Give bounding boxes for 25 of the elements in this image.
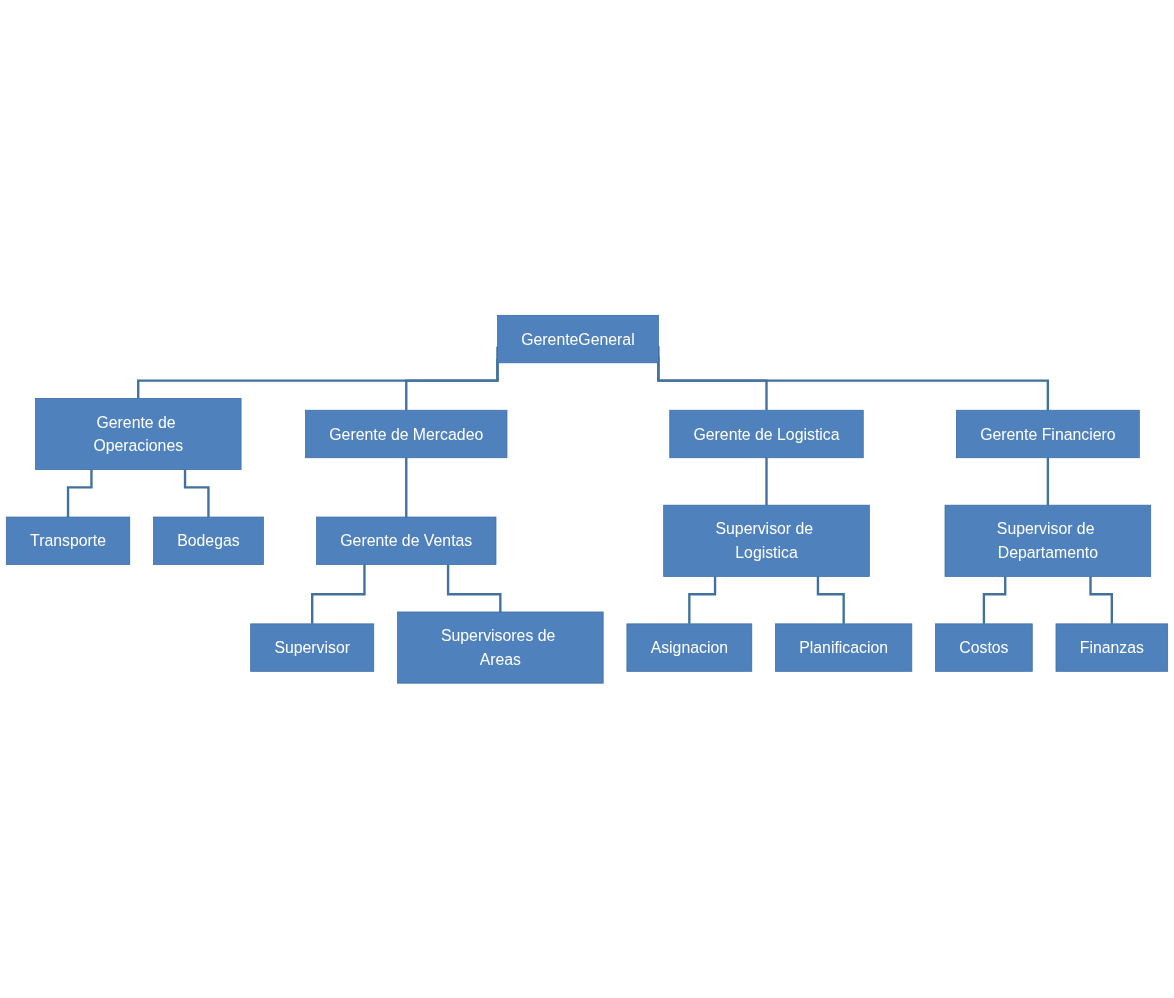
node-box: Bodegas bbox=[153, 516, 264, 565]
node-box: Gerente de Ventas bbox=[316, 516, 497, 565]
connector bbox=[1089, 576, 1113, 625]
node-box: Supervisores de Areas bbox=[397, 611, 604, 684]
node-box: Supervisor de Departamento bbox=[944, 504, 1152, 577]
node-box: Transporte bbox=[5, 516, 131, 565]
connector bbox=[311, 564, 366, 625]
node-box: GerenteGeneral bbox=[497, 314, 659, 363]
node-box: Costos bbox=[935, 623, 1033, 672]
connector bbox=[446, 564, 502, 613]
node-box: Gerente de Logistica bbox=[669, 409, 864, 458]
node-box: Gerente de Mercadeo bbox=[305, 409, 508, 458]
connector bbox=[688, 576, 717, 625]
node-box: Supervisor bbox=[250, 623, 375, 672]
node-box: Planificacion bbox=[775, 623, 913, 672]
connector bbox=[982, 576, 1007, 625]
node-box: Asignacion bbox=[626, 623, 753, 672]
connector bbox=[816, 576, 845, 625]
node-box: Finanzas bbox=[1055, 623, 1169, 672]
node-box: Gerente Financiero bbox=[956, 409, 1140, 458]
node-box: Supervisor de Logistica bbox=[663, 504, 870, 577]
node-box: Gerente de Operaciones bbox=[35, 397, 242, 470]
connector bbox=[66, 469, 93, 518]
connector bbox=[405, 457, 408, 518]
connector bbox=[183, 469, 210, 518]
